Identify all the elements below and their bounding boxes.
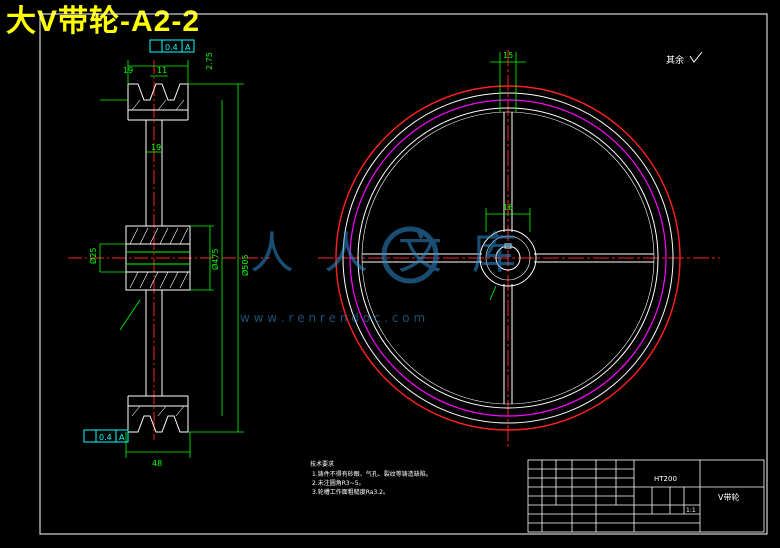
- watermark: 人人文库 w w w . r e n r e n d o c . c o m: [240, 226, 546, 325]
- notes-line-1: 1.铸件不得有砂眼、气孔、裂纹等铸造缺陷。: [312, 470, 432, 478]
- title-block-material: HT200: [654, 475, 677, 483]
- dim-web-gap: 19: [151, 143, 161, 152]
- title-block: [527, 459, 765, 533]
- notes-heading: 技术要求: [310, 460, 334, 468]
- tolerance-frame-top: 0.4 A: [149, 39, 195, 53]
- dim-rim-offset: 2.75: [205, 52, 214, 70]
- top-rim: [127, 83, 189, 121]
- front-dimensions: [485, 52, 531, 301]
- roughness-note: 其余: [666, 51, 703, 66]
- notes-line-2: 2.未注圆角R3~5。: [312, 479, 365, 487]
- dim-groove-width: 11: [157, 66, 167, 75]
- dim-outer-dia: Ø505: [240, 254, 250, 276]
- drawing-title: 大V带轮-A2-2: [6, 5, 201, 38]
- rim-outer-circle: [342, 92, 674, 424]
- tolerance-datum-bottom: A: [119, 433, 125, 442]
- section-hatching: [129, 99, 189, 417]
- web: [145, 120, 163, 396]
- title-block-scale: 1:1: [686, 507, 696, 514]
- pitch-circle: [349, 99, 667, 417]
- tolerance-frame-bottom: 0.4 A: [83, 429, 129, 443]
- dim-root-dia: Ø475: [210, 248, 220, 270]
- front-view: 15 16: [318, 50, 720, 450]
- title-block-part-name: V带轮: [718, 492, 739, 502]
- hub: [125, 225, 191, 291]
- bore-circle: [495, 245, 521, 271]
- keyway: [504, 243, 512, 249]
- technical-notes: 技术要求 1.铸件不得有砂眼、气孔、裂纹等铸造缺陷。 2.未注圆角R3~5。 3…: [310, 460, 432, 496]
- dim-groove-pitch: 19: [123, 66, 133, 75]
- dim-right-hub: 16: [503, 203, 513, 212]
- hub-mid-circle: [485, 235, 531, 281]
- tolerance-value-top: 0.4: [165, 43, 178, 52]
- hub-outer-circle: [479, 229, 537, 287]
- section-dim-text: 19 11 19 48 2.75 Ø25 Ø475 Ø505: [88, 52, 250, 468]
- dim-bore: Ø25: [88, 248, 98, 264]
- dim-right-top: 15: [503, 51, 513, 60]
- roughness-label: 其余: [666, 54, 684, 66]
- rim-inner-circle: [357, 107, 659, 409]
- bottom-rim: [127, 395, 189, 433]
- watermark-logo-icon: [381, 226, 439, 284]
- roughness-check-icon: [689, 51, 703, 63]
- watermark-cn: 人人文库: [250, 228, 546, 279]
- watermark-url: w w w . r e n r e n d o c . c o m: [240, 311, 425, 325]
- tolerance-datum-top: A: [185, 43, 191, 52]
- notes-line-3: 3.轮槽工作面粗糙度Ra3.2。: [312, 488, 389, 496]
- section-view: 19 11 19 48 2.75 Ø25 Ø475 Ø505 0.4 A 0.4…: [68, 39, 270, 468]
- dim-hub-width: 48: [152, 459, 162, 468]
- spokes: [362, 112, 654, 404]
- section-dimensions: [99, 60, 244, 458]
- rim-inner-circle-2: [361, 111, 655, 405]
- drawing-frame: [39, 13, 768, 535]
- tolerance-value-bottom: 0.4: [99, 433, 112, 442]
- outer-circle: [335, 85, 681, 431]
